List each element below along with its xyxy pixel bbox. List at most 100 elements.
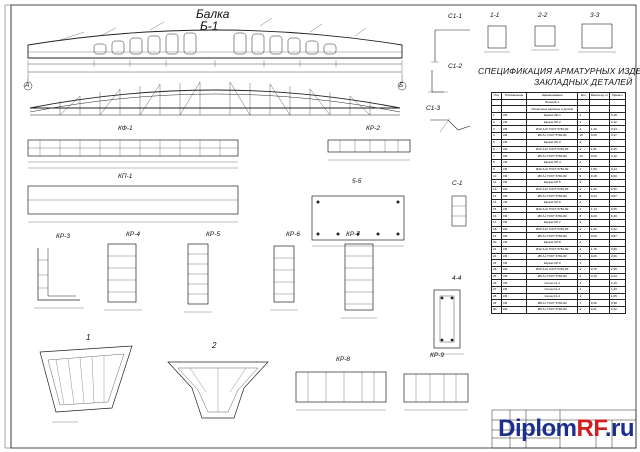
spec-cell: 0,25 xyxy=(608,205,627,214)
spec-cell: Ø10 А-III ГОСТ 5781-82 xyxy=(525,205,579,214)
spec-cell: КФ xyxy=(501,245,527,254)
frame-kp1-drawing xyxy=(27,185,239,223)
spec-cell: КФ xyxy=(501,199,527,207)
spec-cell: КФ xyxy=(501,219,527,227)
spec-cell: Каркас КР-2 xyxy=(525,118,579,127)
axis-b-label: Б xyxy=(399,82,404,89)
spec-row: Сборочные единицы и детали xyxy=(490,105,627,114)
frame-kr2-drawing xyxy=(327,139,411,161)
spec-cell: КФ xyxy=(501,125,527,134)
section-label-5-5: 5-5 xyxy=(352,178,362,185)
spec-cell: КФ xyxy=(501,145,527,154)
spec-cell: 2 xyxy=(577,219,590,227)
spec-cell: КФ xyxy=(501,225,527,234)
section-4-4-drawing xyxy=(430,289,464,355)
spec-cell: Ø6 A-I ГОСТ 5781-82 xyxy=(525,152,579,160)
spec-cell: КФ xyxy=(501,118,527,127)
spec-cell: 1,81 xyxy=(588,145,610,154)
section-5-5-drawing xyxy=(311,195,405,247)
spec-cell: 1,20 xyxy=(608,285,627,294)
spec-cell: КФ xyxy=(501,178,527,187)
spec-cell: 1 xyxy=(490,112,503,120)
spec-cell xyxy=(588,279,610,287)
spec-cell: 1,80 xyxy=(588,165,610,174)
spec-cell: 0,45 xyxy=(608,145,627,154)
spec-cell xyxy=(577,105,590,114)
spec-cell: КФ xyxy=(501,292,527,301)
spec-cell: 0,57 xyxy=(608,232,627,241)
spec-cell xyxy=(608,259,627,267)
spec-cell: Каркас КР-6 xyxy=(525,199,579,207)
spec-cell: 1,10 xyxy=(608,279,627,287)
spec-cell: Сетка С1-1 xyxy=(525,279,579,287)
view-label-kr8: КР-8 xyxy=(336,356,350,363)
frame-kr3-drawing xyxy=(34,248,84,309)
specification-table: Поз. Обозначение Наименование Кол. Масса… xyxy=(490,92,627,314)
spec-cell: КФ xyxy=(501,272,527,281)
net-c1-1-drawing xyxy=(431,29,470,63)
spec-cell: КФ xyxy=(501,152,527,160)
view-label-kp1: КП-1 xyxy=(118,173,133,180)
spec-cell: 9 xyxy=(490,165,503,174)
spec-cell: Ø6 A-I ГОСТ 5781-82 xyxy=(525,306,579,314)
spec-cell: 0,22 xyxy=(608,225,627,234)
spec-cell: КФ xyxy=(501,306,527,314)
view-label-c1-2: С1-2 xyxy=(448,63,463,70)
spec-cell: 8 xyxy=(490,158,503,167)
spec-cell: 5 xyxy=(490,138,503,147)
spec-cell: Ø6 A-I ГОСТ 5781-82 xyxy=(525,252,579,261)
spec-cell: Ø6 A-I ГОСТ 5781-82 xyxy=(525,192,579,200)
spec-cell: 24 xyxy=(490,265,503,274)
spec-cell xyxy=(588,199,610,207)
node-2-drawing xyxy=(167,361,269,419)
frame-kr9-drawing xyxy=(403,373,469,411)
spec-cell: Ø12 А-III ГОСТ 5781-82 xyxy=(525,245,579,254)
spec-cell: КФ xyxy=(501,279,527,287)
spec-cell: Каркас КР-9 xyxy=(525,259,579,267)
spec-cell xyxy=(588,239,610,247)
spec-cell: 21 xyxy=(490,245,503,254)
spec-cell: КФ xyxy=(501,165,527,174)
spec-cell: Каркас КР-5 xyxy=(525,178,579,187)
view-label-kr2: КР-2 xyxy=(366,125,380,132)
spec-cell: 0,24 xyxy=(588,192,610,200)
frame-kf1-drawing xyxy=(27,139,239,169)
spec-cell xyxy=(588,98,610,107)
axis-b-marker xyxy=(397,81,407,91)
spec-cell: 3 xyxy=(490,125,503,134)
spec-cell: Ø8 A-I ГОСТ 5781-82 xyxy=(525,299,579,307)
spec-cell: 4 xyxy=(577,272,590,281)
spec-cell: 0,29 xyxy=(588,212,610,221)
spec-cell: Каркас КР-4 xyxy=(525,158,579,167)
beam-web-openings xyxy=(93,32,337,55)
spec-cell: 0,43 xyxy=(608,272,627,281)
drawing-title-line2: Б-1 xyxy=(200,19,219,33)
spec-cell: 0,18 xyxy=(608,112,627,120)
spec-cell: 1,79 xyxy=(588,245,610,254)
spec-cell: 1,60 xyxy=(588,225,610,234)
spec-cell xyxy=(588,219,610,227)
spec-cell xyxy=(608,98,627,107)
spec-cell: 2 xyxy=(577,158,590,167)
spec-cell: 6 xyxy=(577,252,590,261)
spec-cell: Ø12 А-III ГОСТ 5781-82 xyxy=(525,145,579,154)
frame-kr7-drawing xyxy=(341,243,377,319)
spec-cell: 0,12 xyxy=(608,118,627,127)
section-label-3-3: 3-3 xyxy=(590,12,600,19)
frame-kr6-drawing xyxy=(270,245,298,311)
spec-cell xyxy=(588,259,610,267)
spec-cell: 2 xyxy=(577,306,590,314)
section-label-2-2: 2-2 xyxy=(538,12,548,19)
